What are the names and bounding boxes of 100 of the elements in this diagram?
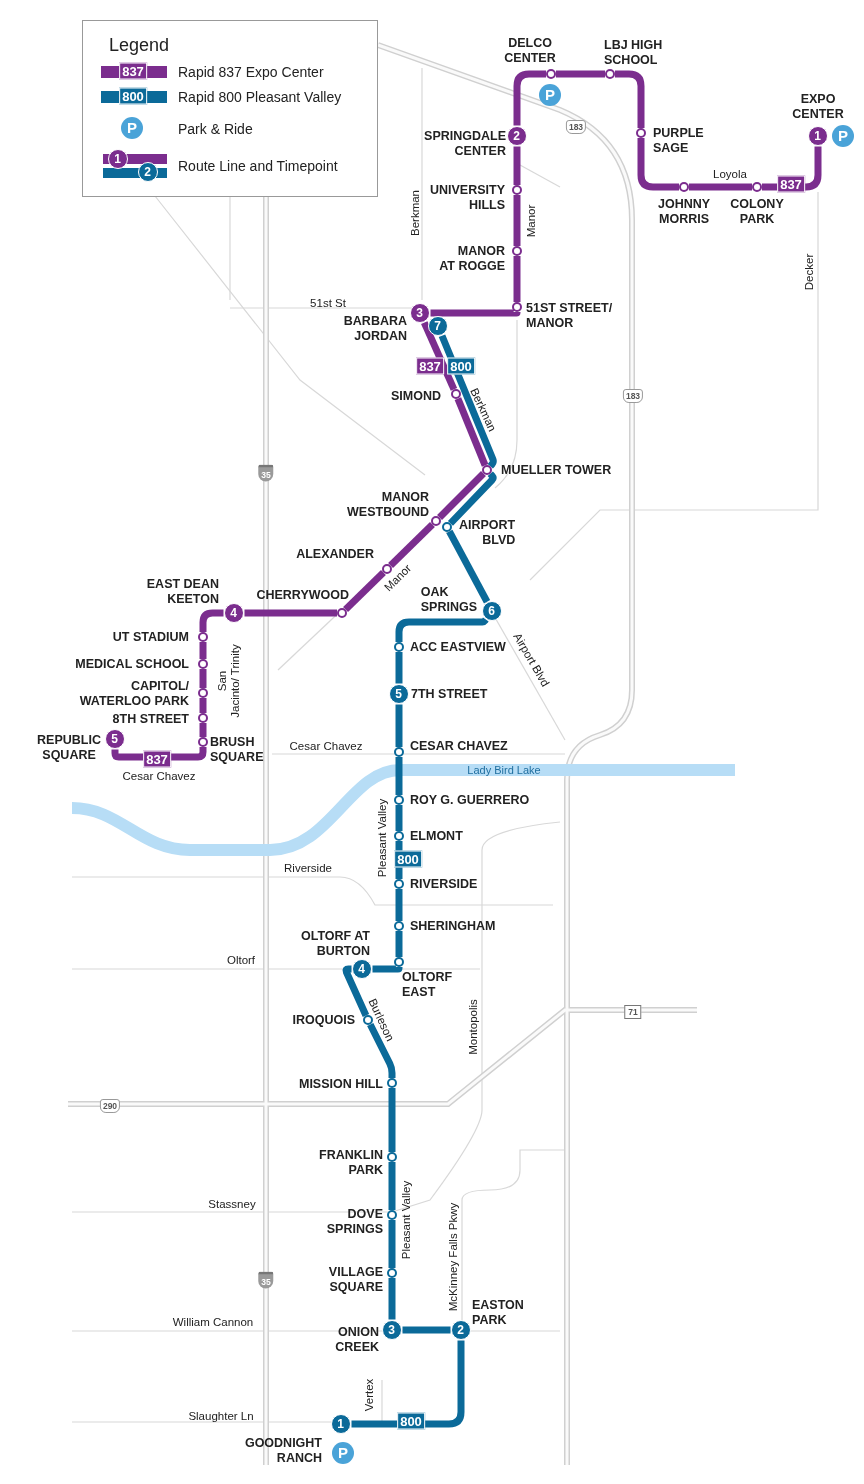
route-line [513, 195, 521, 246]
timepoint-marker: 3 [381, 1319, 402, 1340]
street-name: Pleasant Valley [399, 1180, 413, 1260]
route-line [388, 522, 435, 568]
station-name: ROY G. GUERRERO [410, 793, 530, 808]
stop-dot [387, 1152, 397, 1162]
route-line [395, 931, 403, 957]
street-name: William Cannon [172, 1315, 254, 1329]
stop-dot [512, 302, 522, 312]
station-name: MISSION HILL [298, 1077, 383, 1092]
station-name: IROQUOIS [292, 1013, 355, 1028]
route-line [421, 321, 458, 391]
station-name: JOHNNY MORRIS [657, 197, 711, 227]
street-name: Oltorf [226, 953, 256, 967]
timepoint-marker: 1 [807, 125, 828, 146]
route-line [372, 964, 403, 973]
station-name: REPUBLIC SQUARE [37, 733, 101, 763]
timepoint-marker: 3 [409, 302, 430, 323]
stop-dot [394, 795, 404, 805]
stop-dot [394, 831, 404, 841]
route-line [615, 70, 645, 128]
park-and-ride-marker: P [332, 1442, 354, 1464]
stop-dot [387, 1078, 397, 1088]
route-line [446, 529, 491, 604]
highway-shield: 183 [565, 120, 587, 134]
stop-dot [512, 185, 522, 195]
route-line [447, 471, 497, 526]
park-and-ride-marker: P [539, 84, 561, 106]
stop-dot [198, 632, 208, 642]
station-name: CESAR CHAVEZ [410, 739, 508, 754]
highway-shield: 290 [99, 1099, 121, 1113]
stop-dot [394, 957, 404, 967]
street-name: Cesar Chavez [289, 739, 363, 753]
station-name: GOODNIGHT RANCH [244, 1436, 322, 1466]
route-line [388, 1278, 396, 1320]
route-number-badge: 800 [119, 87, 147, 105]
street-name: Manor [524, 204, 538, 238]
stop-dot [482, 465, 492, 475]
stop-dot [605, 69, 615, 79]
stop-dot [394, 921, 404, 931]
route-line [342, 965, 370, 1017]
street-name: McKinney Falls Pkwy [446, 1202, 460, 1312]
station-name: PURPLE SAGE [653, 126, 704, 156]
station-name: MANOR AT ROGGE [439, 244, 505, 274]
station-name: CAPITOL/ WATERLOO PARK [79, 679, 189, 709]
route-line [343, 570, 386, 612]
route-line [395, 617, 489, 642]
stop-dot [512, 246, 522, 256]
route-line [199, 642, 207, 659]
timepoint-marker: 4 [223, 602, 244, 623]
stop-dot [546, 69, 556, 79]
station-name: UT STADIUM [112, 630, 189, 645]
street-name: Riverside [284, 861, 332, 875]
stop-dot [394, 747, 404, 757]
route-line [513, 146, 521, 185]
station-name: ONION CREEK [335, 1325, 379, 1355]
stop-dot [198, 713, 208, 723]
stop-dot [382, 564, 392, 574]
route-line [199, 723, 207, 737]
route-line [513, 256, 521, 302]
route-line [199, 609, 224, 632]
route-line [244, 609, 337, 617]
street-name: Stassney [208, 1197, 256, 1211]
timepoint-marker: 2 [506, 125, 527, 146]
timepoint-marker: 4 [351, 958, 372, 979]
legend-text: Rapid 837 Expo Center [178, 64, 324, 80]
station-name: BARBARA JORDAN [343, 314, 407, 344]
route-line [388, 1088, 396, 1152]
lake-name: Lady Bird Lake [467, 763, 541, 777]
station-name: 7TH STREET [411, 687, 488, 702]
interstate-shield: 35 [258, 1271, 274, 1289]
route-line [438, 334, 497, 469]
route-number-badge: 837 [119, 62, 147, 80]
route-line [395, 704, 403, 747]
route-line [199, 669, 207, 688]
route-line [689, 183, 752, 191]
timepoint-marker: 5 [104, 728, 125, 749]
route-number-badge: 800 [397, 1412, 425, 1430]
route-line [199, 698, 207, 713]
street-name: Loyola [713, 167, 747, 181]
station-name: OLTORF EAST [402, 970, 453, 1000]
park-and-ride-marker: P [832, 125, 854, 147]
stop-dot [752, 182, 762, 192]
legend-text: Park & Ride [178, 121, 253, 137]
route-number-badge: 800 [447, 357, 475, 375]
legend-title: Legend [108, 35, 170, 55]
timepoint-marker: 6 [481, 600, 502, 621]
route-line [556, 70, 605, 78]
route-line [388, 1162, 396, 1210]
station-name: LBJ HIGH SCHOOL [604, 38, 663, 68]
timepoint-marker: 5 [388, 683, 409, 704]
route-line [513, 70, 546, 126]
stop-dot [442, 522, 452, 532]
route-number-badge: 837 [777, 175, 805, 193]
station-name: OAK SPRINGS [420, 585, 477, 615]
station-name: UNIVERSITY HILLS [430, 183, 505, 213]
station-name: COLONY PARK [730, 197, 784, 227]
route-line [430, 308, 521, 317]
route-number-badge: 837 [143, 750, 171, 768]
route-line [437, 471, 486, 520]
